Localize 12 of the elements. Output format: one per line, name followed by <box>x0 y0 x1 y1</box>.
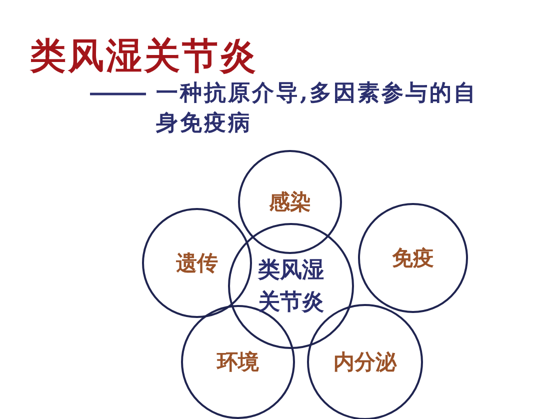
circle <box>228 223 354 349</box>
circle <box>358 203 468 313</box>
circle <box>142 208 252 318</box>
circle-label: 免疫 <box>392 244 434 272</box>
subtitle: 一种抗原介导,多因素参与的自身免疫病 <box>156 79 479 138</box>
circle-label: 环境 <box>217 348 259 376</box>
circle-label: 内分泌 <box>334 348 396 376</box>
title: 类风湿关节炎 <box>30 34 258 79</box>
circle-label: 遗传 <box>176 249 218 277</box>
circle <box>238 150 342 254</box>
circle-label: 类风湿关节炎 <box>256 256 325 317</box>
circle-label: 感染 <box>269 188 311 216</box>
